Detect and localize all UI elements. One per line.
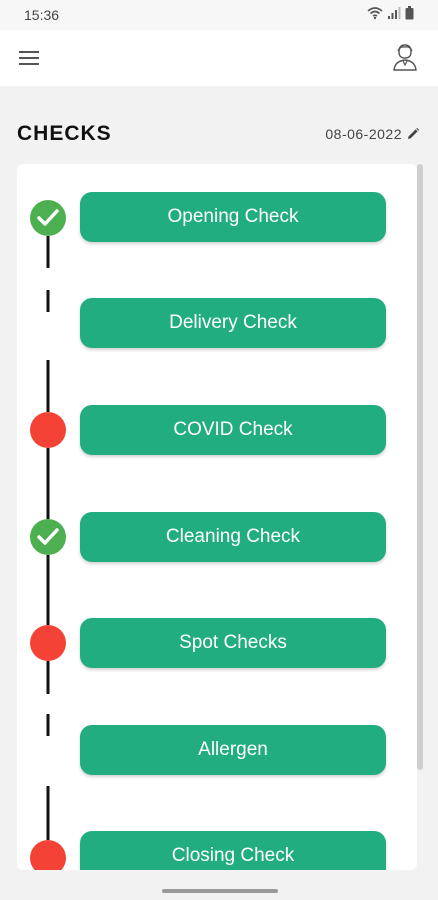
wifi-icon <box>367 7 383 20</box>
scrollbar[interactable] <box>417 164 423 770</box>
battery-icon <box>405 6 414 20</box>
closing-check-button[interactable]: Closing Check <box>80 831 386 870</box>
cleaning-check-button[interactable]: Cleaning Check <box>80 512 386 562</box>
signal-icon <box>388 7 401 19</box>
pencil-icon <box>408 127 420 139</box>
status-incomplete <box>30 840 66 870</box>
opening-check-button[interactable]: Opening Check <box>80 192 386 242</box>
status-complete <box>30 519 66 555</box>
page-title: CHECKS <box>17 122 112 145</box>
checkmark-icon <box>37 528 59 545</box>
status-incomplete <box>30 412 66 448</box>
status-incomplete <box>30 625 66 661</box>
status-time: 15:36 <box>24 7 60 23</box>
checkmark-icon <box>37 209 59 226</box>
spot-checks-button[interactable]: Spot Checks <box>80 618 386 668</box>
date-selector[interactable]: 08-06-2022 <box>325 126 420 142</box>
covid-check-button[interactable]: COVID Check <box>80 405 386 455</box>
timeline <box>30 200 66 870</box>
status-complete <box>30 200 66 236</box>
profile-icon <box>393 44 417 71</box>
status-bar: 15:36 <box>0 0 438 30</box>
section-header: CHECKS 08-06-2022 <box>0 86 438 164</box>
date-text: 08-06-2022 <box>325 126 402 142</box>
status-icons <box>367 6 414 20</box>
checks-card: Opening Check Delivery Check COVID Check… <box>17 164 417 870</box>
delivery-check-button[interactable]: Delivery Check <box>80 298 386 348</box>
menu-icon <box>19 51 39 65</box>
profile-button[interactable] <box>388 40 422 74</box>
navigation-bar <box>0 880 438 900</box>
home-indicator[interactable] <box>162 889 278 893</box>
app-bar <box>0 30 438 86</box>
menu-button[interactable] <box>16 44 44 72</box>
allergen-button[interactable]: Allergen <box>80 725 386 775</box>
